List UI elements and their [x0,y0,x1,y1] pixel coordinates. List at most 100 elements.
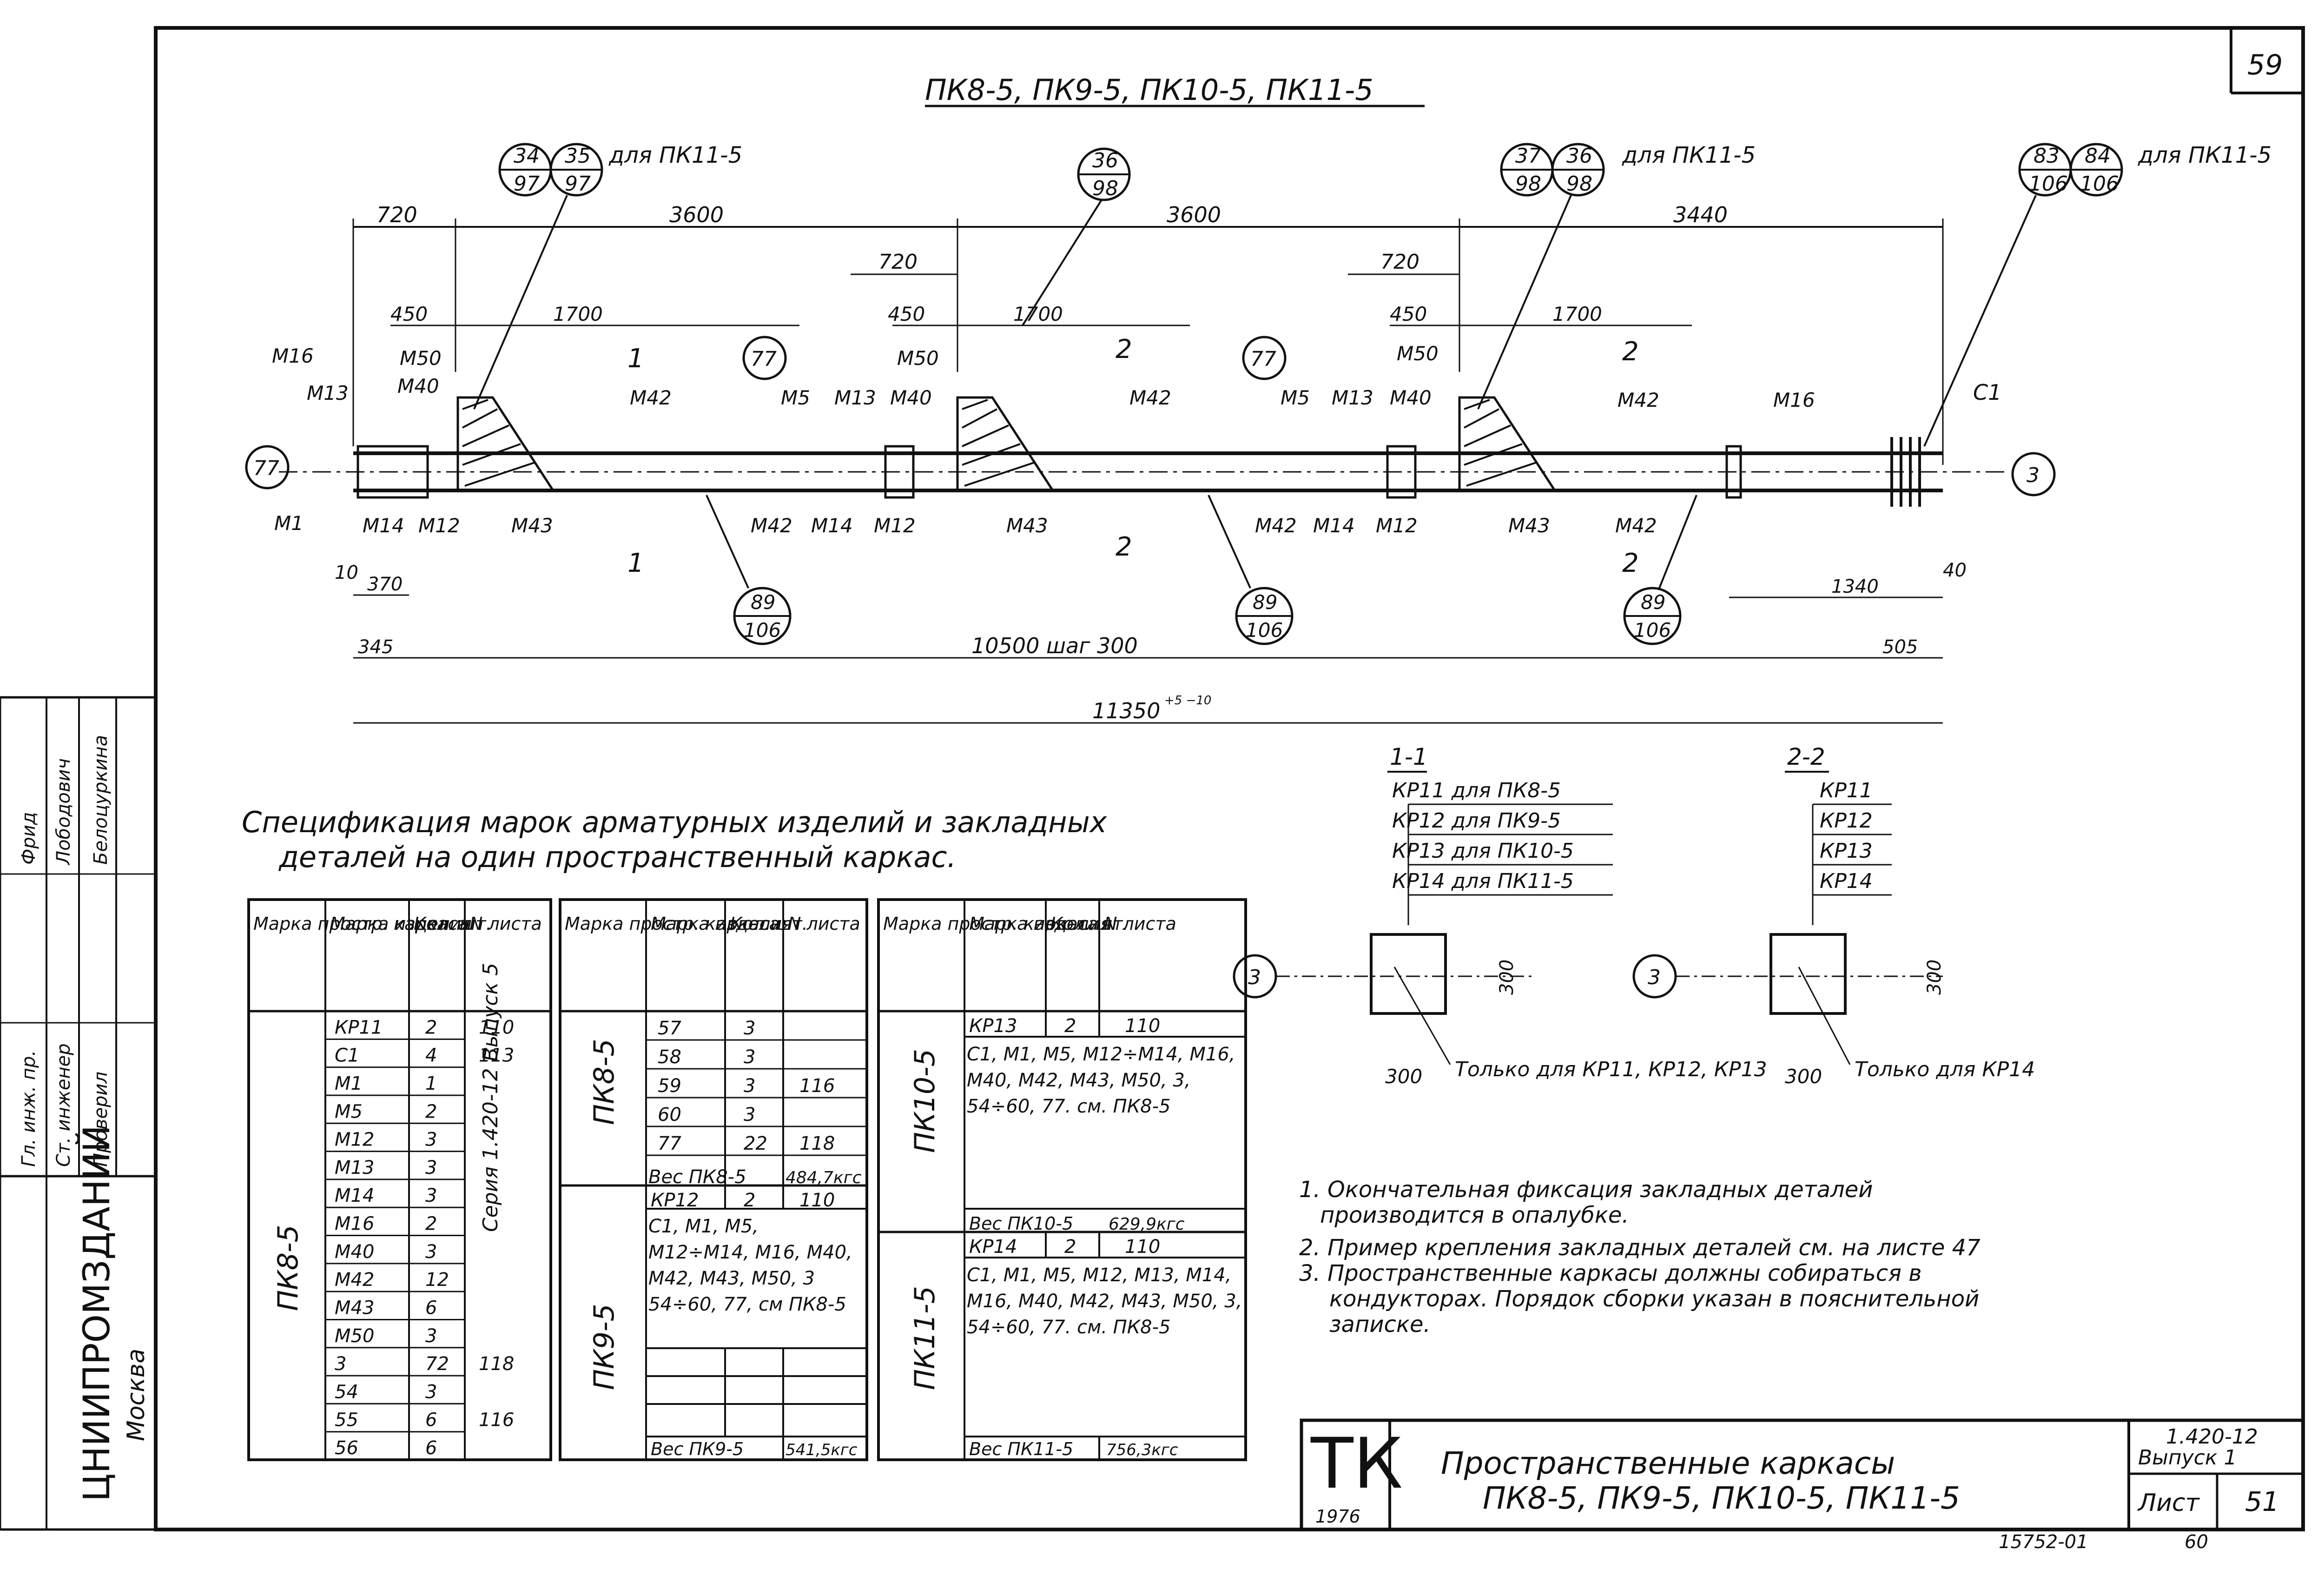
elevation-view: 720 3600 3600 3440 720 720 450 1700 450 … [245,142,2271,724]
dim-370: 370 [367,574,403,595]
mark-77-circle-a [742,336,787,380]
t2-row-sheet: 118 [799,1133,835,1154]
s11-frame-3: КР13 для ПК10-5 [1392,839,1574,863]
t3-weight-a-label: Вес ПК10-5 [969,1213,1073,1234]
t3-head-frame: Марка простр. каркаса [883,914,1098,934]
t2-head-qty: Кол. шт. [730,914,808,934]
note-pk11-b: для ПК11-5 [1622,142,1756,168]
t1-row-qty: 6 [425,1410,437,1431]
stamp-role-2: Ст. инженер [53,1043,74,1167]
label-m43: М43 [511,514,553,537]
dim-10: 10 [335,562,358,583]
label-m13: М13 [307,382,349,404]
t2-frame-a: ПК8-5 [588,1039,621,1125]
t3-list-a-box: С1, М1, М5, М12÷М14, М16, М40, М42, М43,… [967,1044,1235,1117]
label-m50b: М50 [897,347,939,370]
callout-89-a: 89 106 [706,495,792,645]
dim-1700a: 1700 [553,303,603,325]
svg-text:98: 98 [1515,172,1541,196]
tb-sheet-label: Лист [2137,1489,2200,1517]
label-m43b: М43 [1006,514,1048,537]
t1-row-qty: 3 [425,1157,437,1179]
svg-text:106: 106 [2029,172,2068,196]
label-m16: М16 [272,344,314,367]
axis-77-circle [245,445,290,490]
label-m12c: М12 [1376,514,1418,537]
stamp-role-3: Проверил [90,1072,112,1167]
t3-row-b-item: КР14 [969,1236,1017,1258]
t1-row-item: М14 [335,1185,374,1206]
label-m42b: М42 [1129,386,1171,409]
dim-450c: 450 [1390,303,1427,325]
dim-total: 11350 [1092,698,1160,723]
t2-row-qty: 3 [744,1018,755,1039]
label-m40: М40 [397,375,439,397]
callout-83-84: 83 106 84 106 [1923,143,2123,447]
s22-frame-3: КР13 [1820,839,1873,863]
t1-row-qty: 3 [425,1241,437,1263]
stamp-role-1: Гл. инж. пр. [18,1050,40,1167]
t1-row-item: М1 [335,1073,363,1094]
side-stamp: Гл. инж. пр. Ст. инженер Проверил Фрид Л… [0,696,157,1531]
section-mark-1-top: 1 [627,344,644,374]
note-pk11-c: для ПК11-5 [2138,142,2271,168]
t1-row-item: 54 [335,1381,358,1403]
t3-row-b-qty: 2 [1064,1236,1076,1258]
t3-frame-b: ПК11-5 [909,1286,941,1390]
section-mark-1-bottom: 1 [627,548,644,578]
s11-frame-2: КР12 для ПК9-5 [1392,809,1561,833]
note-line-3: 2. Пример крепления закладных деталей см… [1299,1235,1981,1261]
t1-frame: ПК8-5 [272,1225,304,1311]
dim-720: 720 [376,202,417,227]
dim-step: 10500 шаг 300 [971,633,1138,658]
t3-row-b-sheet: 110 [1125,1236,1160,1258]
t3-list-a: С1, М1, М5, М12÷М14, М16, М40, М42, М43,… [967,1044,1235,1117]
tb-name-1: Пространственные каркасы [1441,1445,1895,1481]
t2-head-frame: Марка простр. каркаса [565,914,780,934]
callout-89-b: 89 106 [1208,495,1294,645]
t2-row-qty: 3 [744,1075,755,1097]
spec-heading-2: деталей на один пространственный каркас. [278,840,956,874]
t3-head-item: Марка изделия [969,914,1111,934]
tb-name-2: ПК8-5, ПК9-5, ПК10-5, ПК11-5 [1483,1480,1960,1516]
label-m14: М14 [363,514,404,537]
s11-cross-section [1370,933,1447,1015]
t1-row-qty: 12 [425,1269,449,1291]
t1-row-qty: 3 [425,1325,437,1347]
section-2-2-title: 2-2 [1787,743,1825,770]
s11-axis-label: 3 [1248,966,1261,989]
note-line-1: 1. Окончательная фиксация закладных дета… [1299,1177,1873,1203]
t1-row-qty: 2 [425,1101,437,1122]
mid-block-1 [884,445,915,499]
svg-text:37: 37 [1515,144,1541,168]
label-m40b: М40 [890,386,932,409]
t1-head-sheet: N листа [469,914,542,934]
t2-head-sheet: N листа [788,914,860,934]
section-mark-2b-top: 2 [1622,337,1639,367]
mark-77-a: 77 [751,347,777,371]
t1-row-sheet: 118 [479,1353,514,1375]
t1-series: Серия 1.420-12 Выпуск 5 [479,963,502,1232]
t1-row-item: М13 [335,1157,374,1179]
t2-frame-b: ПК9-5 [588,1304,621,1390]
svg-text:106: 106 [1634,619,1671,642]
svg-text:97: 97 [565,172,591,196]
t1-row-qty: 2 [425,1017,437,1038]
t2-row-b-sheet: 110 [799,1190,835,1211]
label-m40c: М40 [1390,386,1432,409]
s11-dim-w: 300 [1385,1065,1422,1088]
t2-row-qty: 22 [744,1133,767,1154]
section-1-1-title: 1-1 [1390,743,1428,770]
t1-row-sheet: 113 [479,1045,514,1066]
section-mark-2b-bottom: 2 [1622,548,1639,578]
tb-series: 1.420-12 [2166,1425,2258,1449]
svg-text:35: 35 [565,144,591,168]
note-pk11-a: для ПК11-5 [608,142,742,168]
tb-issue: Выпуск 1 [2138,1446,2237,1470]
s22-axis-label: 3 [1648,966,1661,989]
label-m13c: М13 [1332,386,1373,409]
t1-head-frame: Марка простр. каркаса [253,914,469,934]
t3-weight-a-value: 629,9кгс [1109,1215,1185,1234]
s22-dim-h: 300 [1924,960,1945,995]
